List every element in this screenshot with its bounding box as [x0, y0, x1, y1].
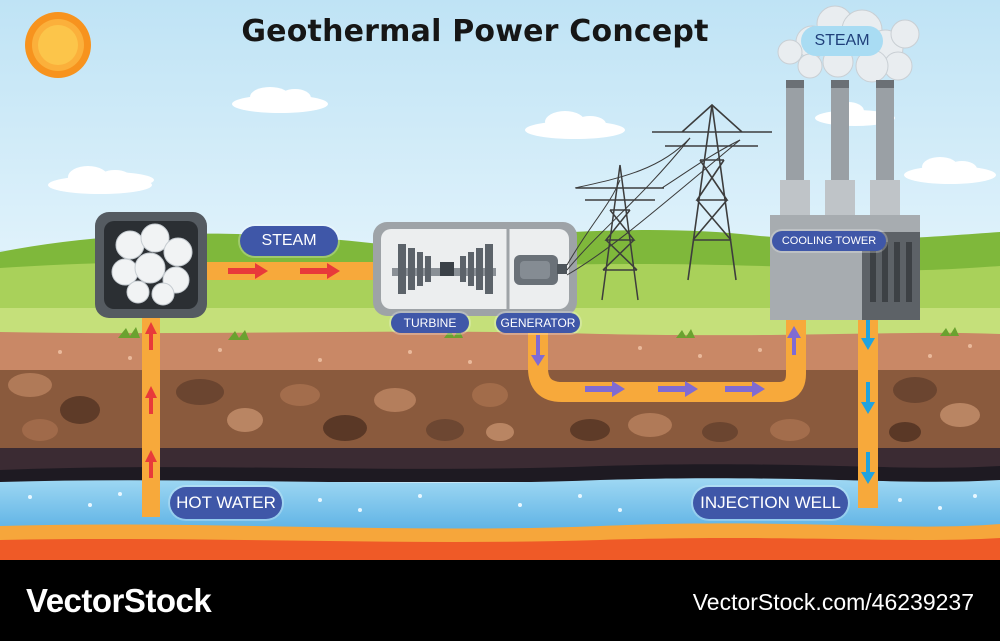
soil-top — [0, 331, 1000, 372]
cooling-tower-label: COOLING TOWER — [772, 231, 886, 251]
pylon-icon — [576, 164, 664, 301]
arrow-icon — [145, 322, 157, 478]
water-bubbles — [28, 492, 977, 512]
turbine-icon — [392, 244, 496, 294]
page-title: Geothermal Power Concept — [241, 14, 709, 49]
steam-pipe-label: STEAM — [240, 226, 338, 256]
production-pipe — [142, 312, 160, 517]
injection-well-label: INJECTION WELL — [693, 487, 848, 519]
dark-layer-wave — [0, 464, 1000, 482]
generator-label: GENERATOR — [496, 313, 580, 333]
wellhead — [95, 212, 207, 318]
sun-icon — [25, 12, 91, 78]
arrow-icon — [861, 318, 875, 484]
pylon-icon — [652, 103, 772, 281]
steam-pipe — [205, 262, 380, 280]
footer-bar — [0, 560, 1000, 641]
steam-top-label: STEAM — [801, 26, 883, 56]
turbine-label: TURBINE — [391, 313, 469, 333]
cloud-icon — [232, 87, 328, 113]
hot-water-label: HOT WATER — [170, 487, 282, 519]
cloud-icon — [66, 172, 154, 188]
magma-core — [0, 538, 1000, 560]
cloud-icon — [904, 157, 996, 184]
arrow-icon — [228, 263, 340, 279]
soil-speckles — [58, 344, 972, 364]
brand-logo: VectorStock — [26, 582, 212, 619]
steam-cloud-icon — [111, 223, 193, 306]
generator-icon — [514, 255, 567, 285]
rocks — [8, 373, 980, 442]
cloud-icon — [525, 111, 625, 139]
stock-id: VectorStock.com/46239237 — [692, 589, 974, 615]
